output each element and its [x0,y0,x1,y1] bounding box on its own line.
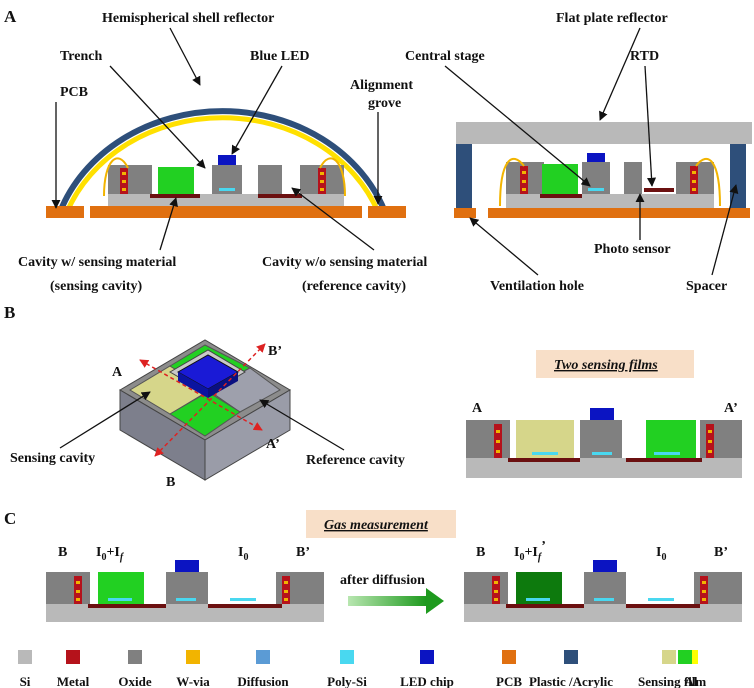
oxide-block [108,165,152,194]
legend-label: Plastic /Acrylic [529,674,613,688]
gas-badge [306,510,456,538]
sensing-film [158,167,194,194]
panel-label-b: B [4,303,15,322]
label-sensing-cavity-b: Sensing cavity [10,451,95,466]
legend-item: PCB [496,650,522,688]
flat-plate-reflector [456,122,752,144]
legend-item: Sensing film [638,650,706,688]
panel-b-labels: A A’ B B’ Sensing cavity Reference cavit… [10,344,405,490]
legend-label: PCB [496,674,522,688]
label-photo-sensor: Photo sensor [594,242,671,257]
legend-swatch [340,650,354,664]
label-c-b-right: B [476,545,485,560]
legend-swatch [420,650,434,664]
legend-swatch [564,650,578,664]
pcb-right [368,206,406,218]
legend: Si Metal Oxide W-via Diffusion Poly-Si LED chi… [18,650,706,688]
legend-item: Plastic /Acrylic [529,650,613,688]
label-central-stage: Central stage [405,49,485,64]
spacer-left [456,144,472,208]
pcb [488,208,750,218]
aluminum-coating [64,115,381,213]
label-b-b-prime: B’ [268,344,282,359]
cross-section-b-after [464,560,742,622]
label-c-b-prime-left: B’ [296,545,310,560]
legend-swatch [66,650,80,664]
legend-label: Oxide [118,674,151,688]
panel-label-a: A [4,7,17,26]
panel-a-left-structure [46,108,406,218]
label-b-a-prime: A’ [266,437,280,452]
label-cavity-without: Cavity w/o sensing material [262,255,427,270]
label-ventilation: Ventilation hole [490,279,584,294]
label-alignment: Alignment [350,78,413,93]
blue-led [218,155,236,165]
legend-label: Diffusion [237,674,289,688]
panel-b-isometric [119,339,291,481]
legend-label: Metal [57,674,90,688]
label-pcb: PCB [60,85,88,100]
panel-label-c: C [4,509,16,528]
two-films-badge [536,350,694,378]
label-flat-plate: Flat plate reflector [556,11,668,26]
panel-a-right-structure [454,122,752,218]
diffusion-arrow [348,588,444,614]
label-blue-led: Blue LED [250,49,310,64]
legend-swatch [186,650,200,664]
label-spacer: Spacer [686,279,727,294]
legend-label: Al [685,674,698,688]
label-section-a: A [472,401,483,416]
legend-label: W-via [176,674,210,688]
legend-swatch [128,650,142,664]
panel-a-labels: Hemispherical shell reflector Flat plate… [18,11,727,294]
legend-swatch [678,650,692,664]
cross-section-b-before [46,560,324,622]
label-cavity-with: Cavity w/ sensing material [18,255,176,270]
label-c-i0if: I0+If [96,545,125,563]
legend-swatch [502,650,516,664]
label-two-films: Two sensing films [554,358,658,373]
label-c-i0-right: I0 [656,545,666,563]
legend-swatch [256,650,270,664]
oxide-block [258,165,282,194]
hemispherical-shell [57,108,388,214]
legend-label: Sensing film [638,674,706,688]
legend-label: Si [20,674,31,688]
legend-item: Diffusion [237,650,289,688]
legend-item: Metal [57,650,90,688]
cross-section-a [466,408,742,478]
pcb-left [46,206,84,218]
label-rtd: RTD [630,49,659,64]
label-hemispherical: Hemispherical shell reflector [102,11,274,26]
label-after-diffusion: after diffusion [340,573,425,588]
label-gas-measurement: Gas measurement [324,518,429,533]
label-grove: grove [368,96,401,111]
label-c-i0if-prime: I0+If’ [514,539,546,563]
label-b-a: A [112,365,123,380]
legend-item: Oxide [118,650,152,688]
legend-swatch [662,650,676,664]
label-c-b-prime-right: B’ [714,545,728,560]
pcb-center [90,206,362,218]
poly-si [219,188,235,191]
legend-item: Si [18,650,32,688]
legend-label: Poly-Si [327,674,367,688]
label-section-a-prime: A’ [724,401,738,416]
label-reference-cavity-b: Reference cavity [306,453,405,468]
legend-item: Poly-Si [327,650,367,688]
legend-item: LED chip [400,650,454,688]
panel-b-arrows [59,391,345,451]
label-c-b-left: B [58,545,67,560]
label-c-i0: I0 [238,545,248,563]
legend-item: W-via [176,650,210,688]
legend-swatch [18,650,32,664]
legend-label: LED chip [400,674,454,688]
panel-a-arrows [51,27,739,276]
label-reference-cavity: (reference cavity) [302,279,406,294]
label-b-b: B [166,475,175,490]
label-trench: Trench [60,49,102,64]
label-sensing-cavity: (sensing cavity) [50,279,143,294]
